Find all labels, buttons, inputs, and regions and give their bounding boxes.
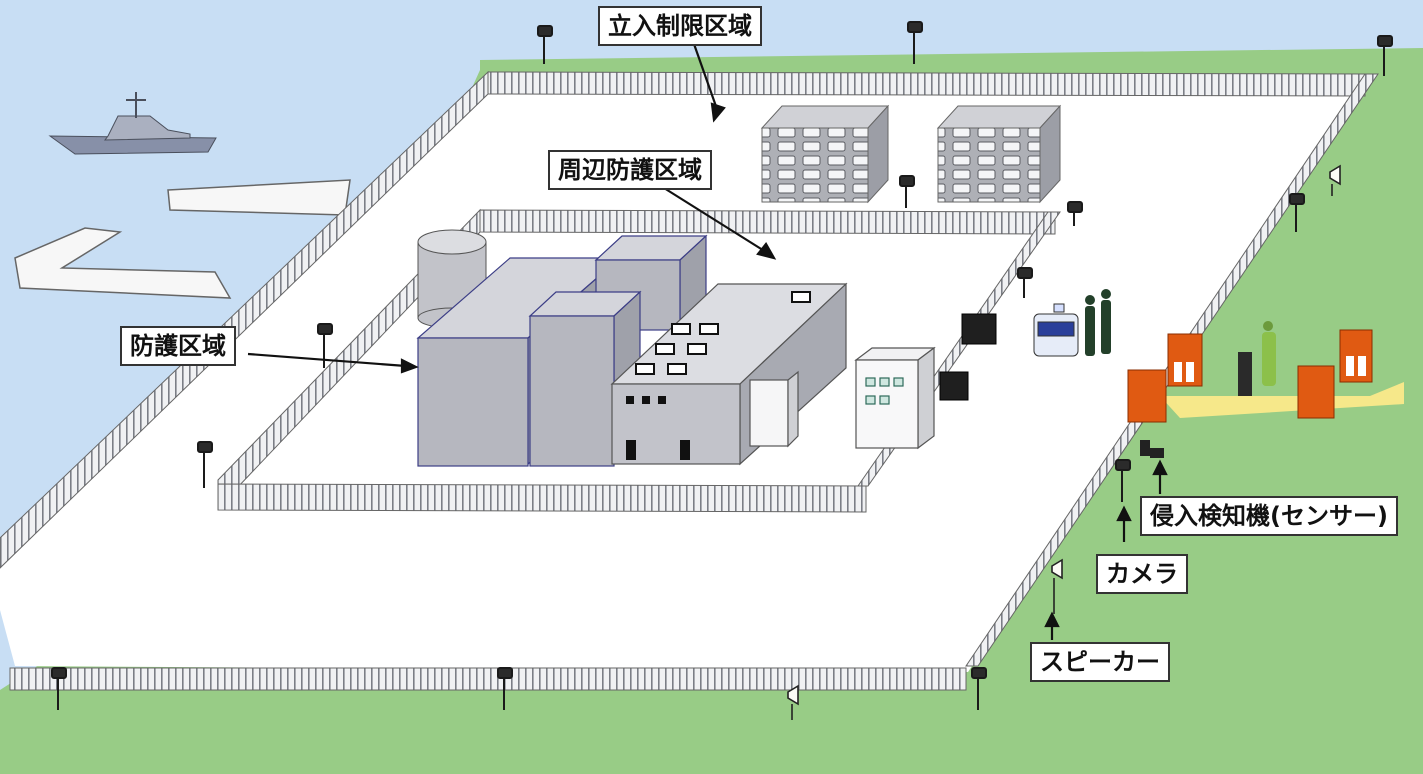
security-guards [1085, 289, 1111, 356]
sensor-label: 侵入検知機(センサー) [1140, 496, 1398, 536]
sensor-icon [1140, 440, 1164, 458]
camera-icon [51, 21, 1393, 710]
ship [48, 92, 217, 155]
pier [14, 179, 351, 299]
perimeter-area-label: 周辺防護区域 [548, 150, 712, 190]
guard-vehicle [1033, 303, 1079, 357]
office-building-1 [760, 104, 890, 204]
utility-building [854, 346, 936, 450]
speaker-icon [787, 164, 1341, 720]
office-building-2 [936, 104, 1062, 204]
restricted-area-label: 立入制限区域 [598, 6, 762, 46]
turbine-building [610, 282, 848, 466]
entry-gate [1127, 321, 1404, 423]
camera-label: カメラ [1096, 554, 1188, 594]
callout-arrows [247, 43, 1168, 640]
protected-area-label: 防護区域 [120, 326, 236, 366]
equipment-boxes [939, 313, 997, 401]
speaker-label: スピーカー [1030, 642, 1170, 682]
